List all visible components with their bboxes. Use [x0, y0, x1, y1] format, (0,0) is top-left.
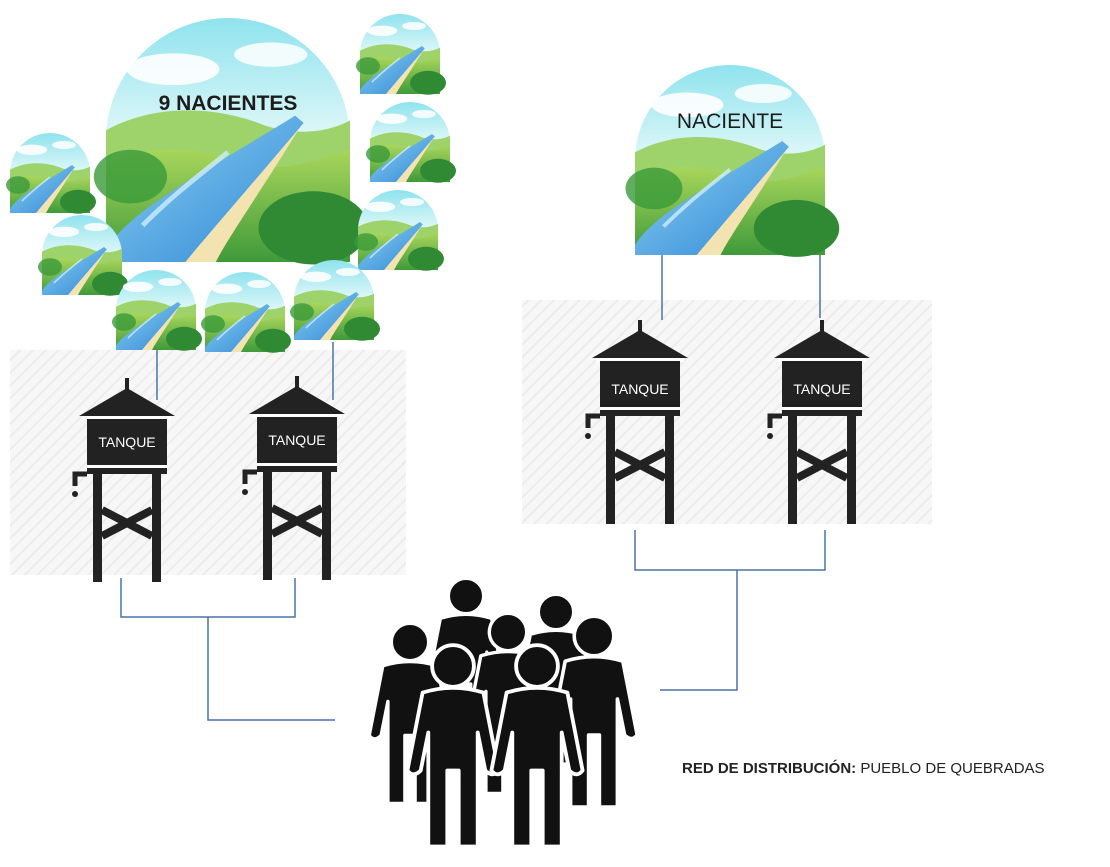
spring-landscape-icon [200, 271, 292, 354]
tank-label: TANQUE [611, 381, 668, 397]
single-spring-label: NACIENTE [677, 110, 783, 133]
distribution-caption: RED DE DISTRIBUCIÓN: PUEBLO DE QUEBRADAS [682, 760, 1045, 777]
spring-landscape-icon [353, 189, 445, 272]
springs-group-label: 9 NACIENTES [159, 92, 298, 115]
spring-landscape-icon [365, 101, 457, 184]
spring-landscape-icon [5, 132, 97, 215]
tank-area-right [522, 300, 932, 524]
single-spring: NACIENTE [623, 63, 842, 259]
spring-landscape-icon [623, 63, 842, 259]
tank-area-left [10, 350, 406, 575]
tank-label: TANQUE [793, 381, 850, 397]
tank-label: TANQUE [268, 432, 325, 448]
people-group-icon [367, 576, 640, 849]
spring-landscape-icon [355, 13, 447, 96]
spring-landscape-icon [94, 18, 369, 264]
spring-cluster: 9 NACIENTES [5, 13, 457, 354]
caption-bold: RED DE DISTRIBUCIÓN: [682, 760, 857, 777]
caption-rest: PUEBLO DE QUEBRADAS [856, 760, 1045, 777]
tank-label: TANQUE [98, 434, 155, 450]
spring-landscape-icon [289, 259, 381, 342]
